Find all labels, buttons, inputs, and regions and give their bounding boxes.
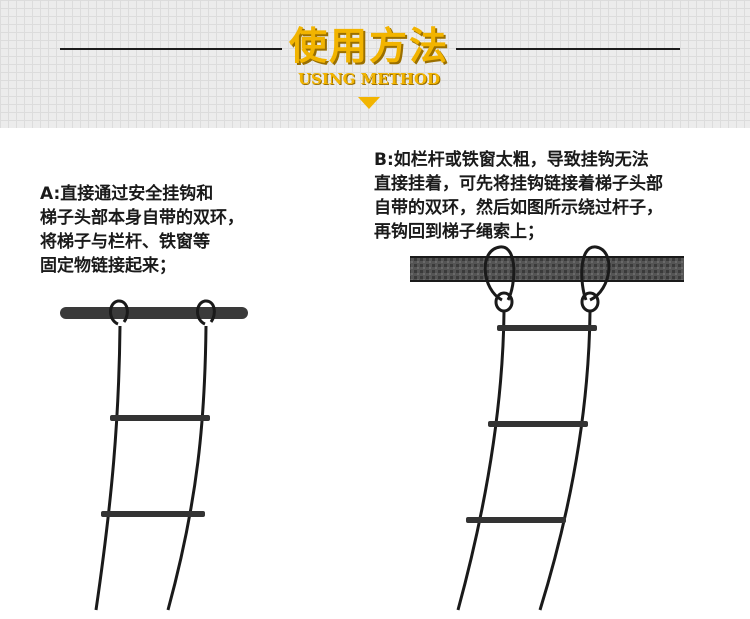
wrap-hook-right <box>580 245 611 302</box>
method-b-line: B:如栏杆或铁窗太粗，导致挂钩无法 <box>374 150 649 170</box>
ladder-rope-left <box>456 311 506 611</box>
safety-hook-left <box>109 299 129 326</box>
header-divider-right <box>456 48 680 50</box>
method-b-line: 再钩回到梯子绳索上； <box>374 222 544 242</box>
ladder-rope-left <box>94 325 122 611</box>
ladder-rope-right <box>538 311 592 611</box>
ladder-rope-right <box>166 325 208 611</box>
method-b-ladder-illustration <box>410 245 684 611</box>
method-a-line: 梯子头部本身自带的双环， <box>40 208 244 228</box>
ladder-ring-right <box>580 291 600 313</box>
ladder-rung <box>101 511 205 517</box>
method-a-line: 固定物链接起来； <box>40 256 176 276</box>
wrap-hook-left <box>483 245 516 302</box>
method-a-line: A:直接通过安全挂钩和 <box>40 184 214 204</box>
method-a-description: A:直接通过安全挂钩和 梯子头部本身自带的双环， 将梯子与栏杆、铁窗等 固定物链… <box>40 182 244 278</box>
header-banner: 使用方法 USING METHOD <box>0 0 750 128</box>
method-a-ladder-illustration <box>60 299 248 611</box>
header-divider-left <box>60 48 282 50</box>
thick-bar <box>410 257 684 281</box>
page-title: 使用方法 <box>288 24 449 68</box>
ladder-ring-left <box>494 291 514 313</box>
method-a-line: 将梯子与栏杆、铁窗等 <box>40 232 210 252</box>
rail-bar <box>60 307 248 319</box>
down-arrow-icon <box>358 97 380 109</box>
ladder-rung <box>497 325 597 331</box>
ladder-rung <box>488 421 588 427</box>
method-b-description: B:如栏杆或铁窗太粗，导致挂钩无法 直接挂着，可先将挂钩链接着梯子头部 自带的双… <box>374 148 663 244</box>
method-b-line: 自带的双环，然后如图所示绕过杆子， <box>374 198 663 218</box>
safety-hook-right <box>196 299 216 326</box>
ladder-rung <box>110 415 210 421</box>
page-subtitle: USING METHOD <box>297 70 441 88</box>
ladder-rung <box>466 517 566 523</box>
method-b-line: 直接挂着，可先将挂钩链接着梯子头部 <box>374 174 663 194</box>
